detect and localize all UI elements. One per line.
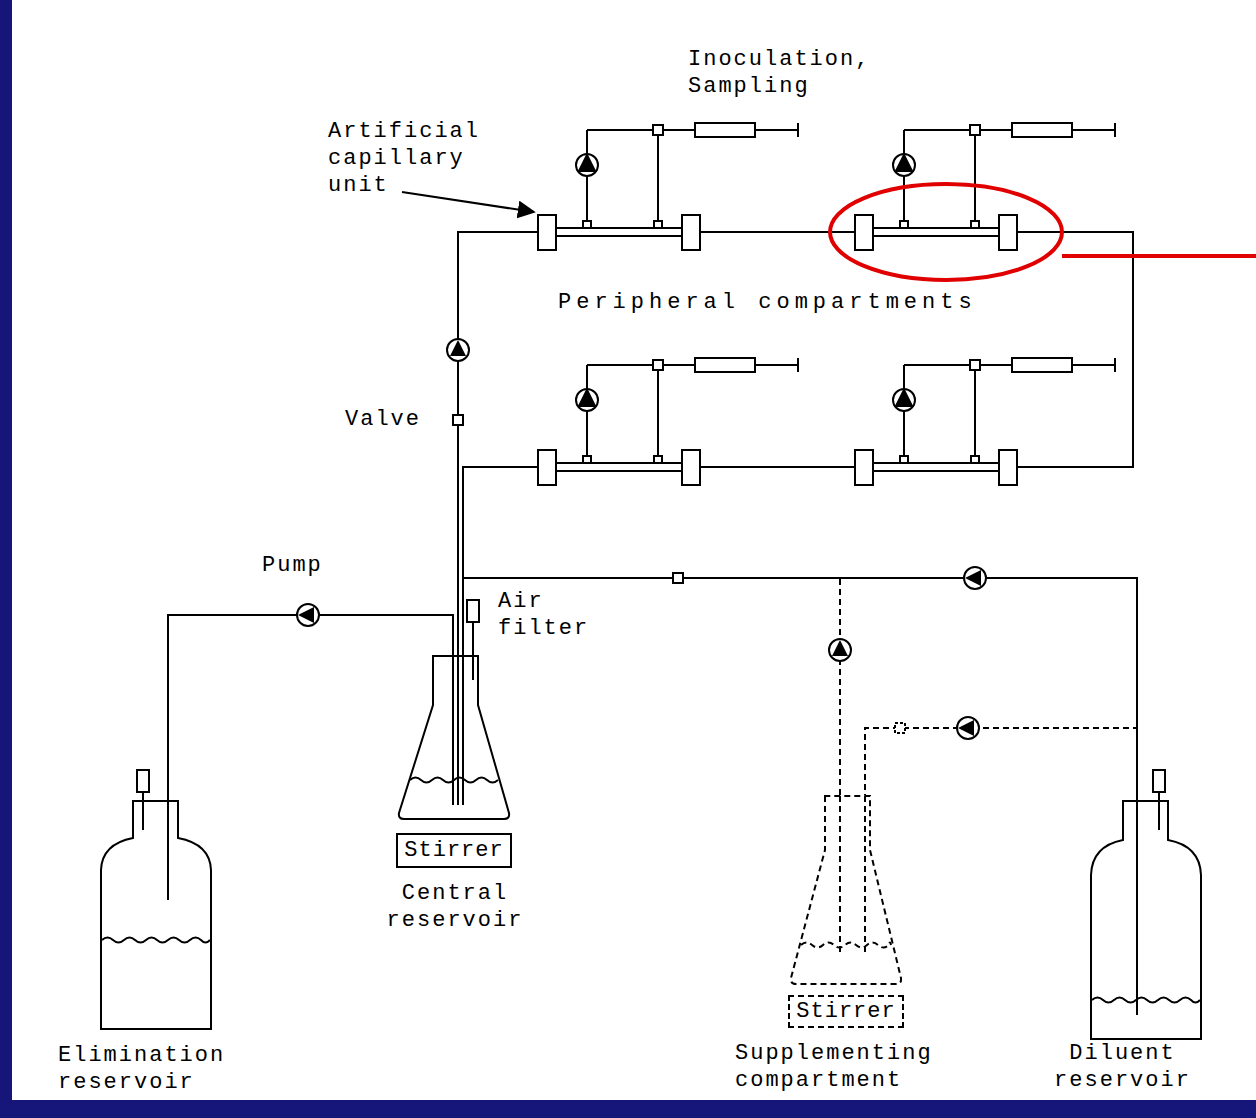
circulation-tubing xyxy=(458,232,1133,655)
highlight-pointer xyxy=(1062,254,1256,258)
part-label: Peripheral compartments xyxy=(558,289,1018,316)
valve-symbol xyxy=(895,723,905,733)
part-label: Air filter xyxy=(498,588,608,642)
air-filter xyxy=(137,600,1165,830)
capillary-unit xyxy=(855,358,1115,485)
pump-symbol xyxy=(297,604,319,626)
vessel-outline xyxy=(790,795,902,985)
tubing-connector xyxy=(463,578,840,795)
tubing-connector xyxy=(463,578,1137,800)
pump-symbol xyxy=(964,567,986,589)
vessel-label: Central reservoir xyxy=(375,880,535,934)
tubing-connector xyxy=(865,728,1137,800)
pump-symbol xyxy=(957,717,979,739)
vessel-outline xyxy=(1090,800,1202,1040)
valve-symbol xyxy=(453,415,463,425)
stirrer-label: Stirrer xyxy=(404,839,503,863)
stirrer-label: Stirrer xyxy=(796,1000,895,1024)
highlight-ellipse xyxy=(830,184,1062,280)
reservoir-vessel: Supplementing compartment xyxy=(790,795,902,985)
capillary-unit xyxy=(538,123,798,250)
part-label: Valve xyxy=(345,406,445,433)
reservoir-vessel: Elimination reservoir xyxy=(100,800,212,1030)
pump-symbol xyxy=(447,339,469,361)
vessel-label: Diluent reservoir xyxy=(1040,1040,1205,1094)
stirrer-box: Stirrer xyxy=(396,833,512,868)
vessel-outline xyxy=(100,800,212,1030)
tubing-connector xyxy=(168,615,453,800)
pump-symbol xyxy=(829,639,851,661)
stirrer-box: Stirrer xyxy=(788,995,904,1028)
reservoir-vessel: Central reservoir xyxy=(398,655,510,820)
leader-arrow xyxy=(402,192,534,212)
valve-symbol xyxy=(673,573,683,583)
capillary-unit xyxy=(538,358,798,485)
vessel-label: Elimination reservoir xyxy=(58,1042,258,1096)
slide-panel xyxy=(12,0,1256,1100)
vessel-outline xyxy=(398,655,510,820)
part-label: Artificial capillary unit xyxy=(328,118,493,199)
vessel-label: Supplementing compartment xyxy=(735,1040,965,1094)
part-label: Pump xyxy=(262,552,352,579)
part-label: Inoculation, Sampling xyxy=(688,46,883,100)
reservoir-vessel: Diluent reservoir xyxy=(1090,800,1202,1040)
